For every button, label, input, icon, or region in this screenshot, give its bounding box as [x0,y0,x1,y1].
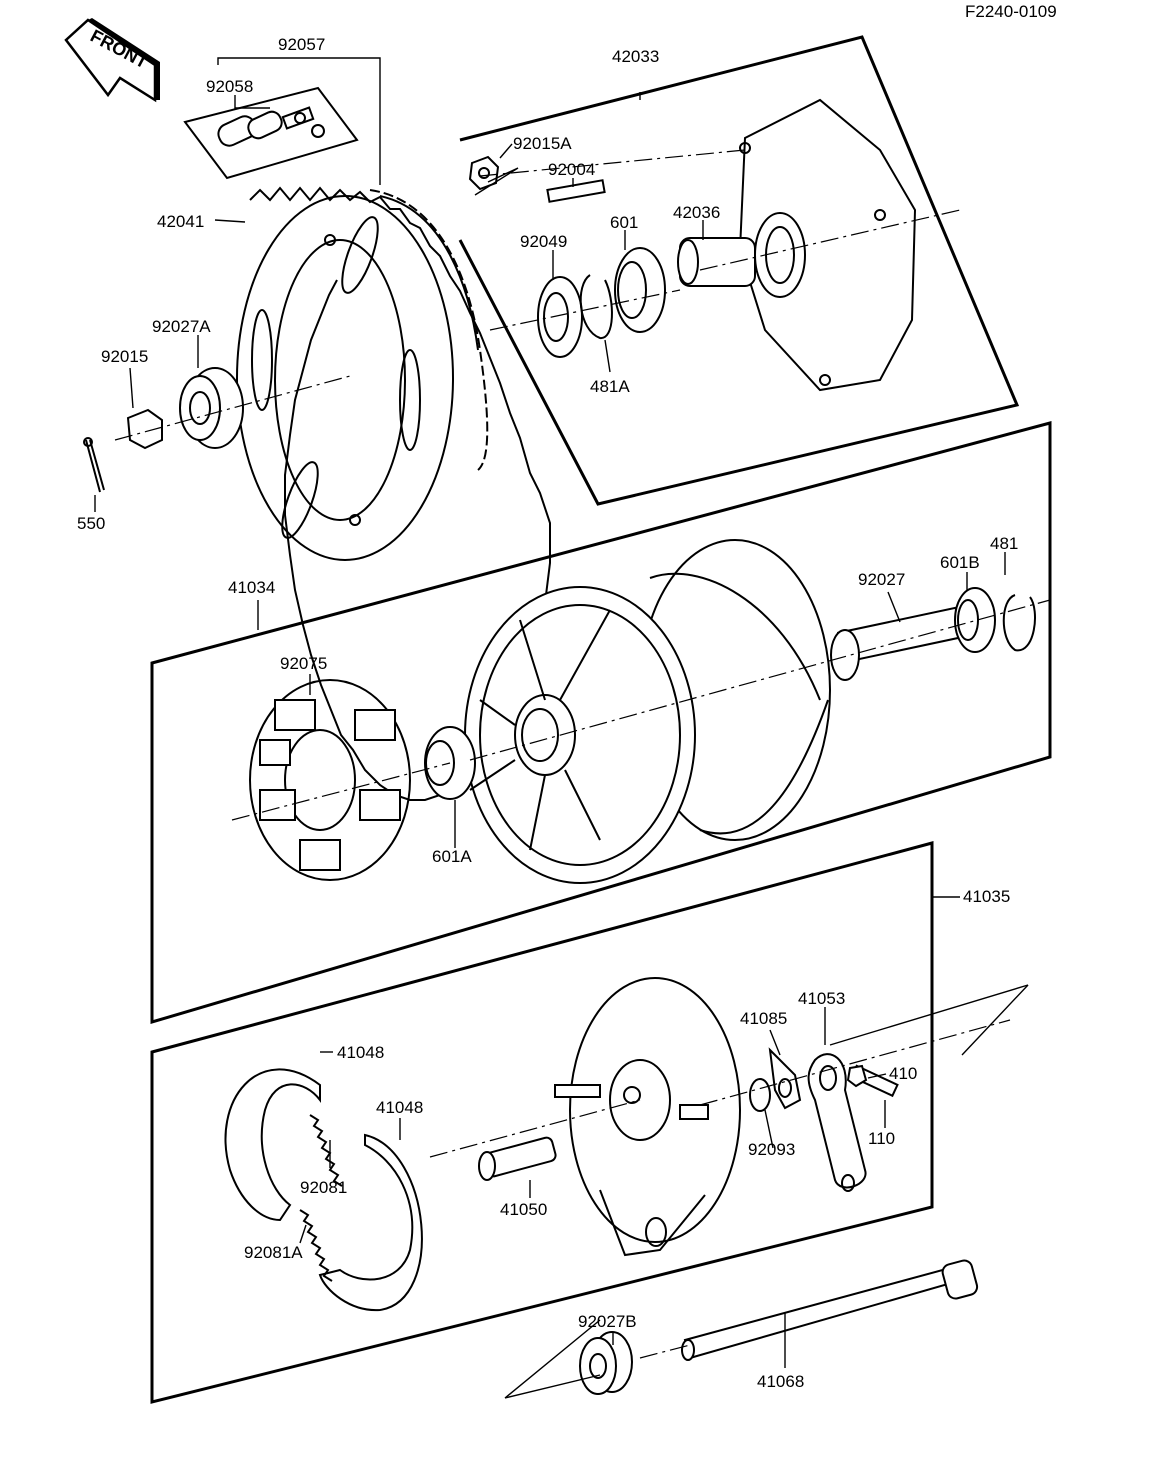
label-601: 601 [610,213,638,232]
label-92027A: 92027A [152,317,211,336]
label-92093: 92093 [748,1140,795,1159]
rear-sprocket [236,186,551,801]
spring-92081A [299,1209,333,1282]
rear-axle-41068 [681,1259,979,1361]
label-92015: 92015 [101,347,148,366]
sprocket-hub [677,98,917,392]
circlip-481A [579,274,613,339]
guide-lines [474,167,1029,1399]
bearing-601B [954,587,996,653]
brake-camshaft [478,1136,557,1181]
label-92049: 92049 [520,232,567,251]
label-92058: 92058 [206,77,253,96]
label-601B: 601B [940,553,980,572]
label-41068: 41068 [757,1372,804,1391]
label-42036: 42036 [673,203,720,222]
centre-lines [114,149,1051,1359]
seal-92093 [749,1078,771,1112]
circlip-481 [1002,594,1036,652]
brake-shoe-upper [224,1068,321,1222]
label-92081A: 92081A [244,1243,303,1262]
label-41034: 41034 [228,578,275,597]
bearing-601 [614,247,666,333]
label-481A: 481A [590,377,630,396]
wheel-hub [464,539,831,884]
group-box-41034 [150,421,1052,1025]
label-550: 550 [77,514,105,533]
wear-indicator-41085 [768,1047,802,1110]
label-410: 410 [889,1064,917,1083]
group-box-42033 [458,35,1020,506]
nut-92015A [468,155,500,191]
spring-92081 [309,1114,343,1187]
collar-92027B [579,1331,633,1395]
collar-92027A [179,367,244,449]
leader-lines [94,57,1006,1368]
diagram-code: F2240-0109 [965,2,1057,21]
label-41048-upper: 41048 [337,1043,384,1062]
damper-92075 [249,679,411,881]
brake-shoe-lower [318,1133,423,1312]
label-92027B: 92027B [578,1312,637,1331]
label-41053: 41053 [798,989,845,1008]
label-481: 481 [990,534,1018,553]
label-42041: 42041 [157,212,204,231]
cam-lever-41053 [807,1053,867,1192]
label-92015A: 92015A [513,134,572,153]
brake-panel [554,977,741,1257]
oil-seal-92049 [537,276,583,358]
chain-link-kit [183,86,359,180]
label-42033: 42033 [612,47,659,66]
part-labels: 92057 92058 42033 92015A 92004 42041 920… [77,35,1018,1391]
label-41085: 41085 [740,1009,787,1028]
castle-nut-92015 [126,408,163,450]
label-92027: 92027 [858,570,905,589]
label-41035: 41035 [963,887,1010,906]
label-92057: 92057 [278,35,325,54]
label-41050: 41050 [500,1200,547,1219]
label-92075: 92075 [280,654,327,673]
drive-chain [369,189,489,471]
label-41048-lower: 41048 [376,1098,423,1117]
label-110: 110 [868,1129,895,1148]
cotter-pin-550 [83,437,105,493]
spacer-92027 [830,606,963,681]
label-92004: 92004 [548,160,595,179]
front-arrow-icon: FRONT [64,18,160,103]
stud-92004 [546,179,606,203]
group-box-41035 [150,841,934,1404]
label-601A: 601A [432,847,472,866]
label-92081: 92081 [300,1178,347,1197]
